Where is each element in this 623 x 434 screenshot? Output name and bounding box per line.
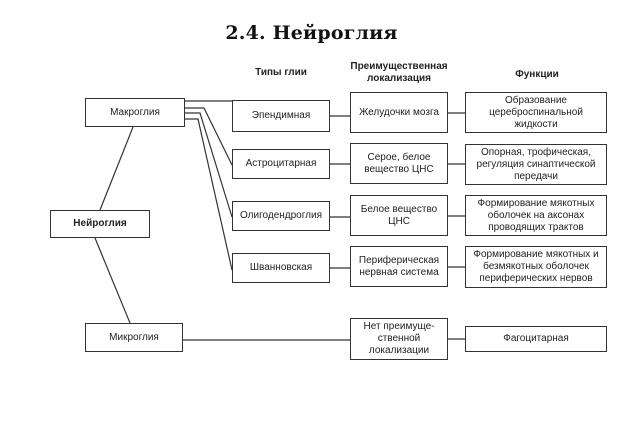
connector-macroglia-schwann — [185, 118, 233, 271]
column-header-types: Типы глии — [255, 67, 307, 78]
function-box-support: Опорная, трофическая, регуляция синаптич… — [465, 144, 607, 185]
localization-box-peripheral: Периферическая нервная система — [350, 246, 448, 287]
function-box-myelin-cns: Формирование мякотных оболочек на аксона… — [465, 195, 607, 236]
function-box-myelin-pns: Формирование мякотных и безмякотных обол… — [465, 246, 607, 288]
type-box-schwann: Шванновская — [232, 253, 330, 283]
connector-macroglia-astrocytic — [185, 107, 233, 166]
localization-box-none: Нет преимуще-ственной локализации — [350, 318, 448, 360]
connector-root-macroglia — [99, 126, 134, 211]
macroglia-box: Макроглия — [85, 98, 185, 127]
localization-box-grey-white-matter: Серое, белое вещество ЦНС — [350, 143, 448, 184]
localization-box-ventricles: Желудочки мозга — [350, 92, 448, 133]
neuroglia-box: Нейроглия — [50, 210, 150, 238]
type-box-ependymal: Эпендимная — [232, 100, 330, 132]
function-box-phagocytic: Фагоцитарная — [465, 326, 607, 352]
connector-macroglia-oligodendroglia — [185, 112, 233, 218]
connector-root-microglia — [94, 237, 131, 324]
type-box-astrocytic: Астроцитарная — [232, 149, 330, 179]
column-header-localization: Преимущественная локализация — [350, 61, 448, 84]
microglia-box: Микроглия — [85, 323, 183, 352]
column-header-functions: Функции — [515, 69, 559, 80]
page-title: 2.4. Нейроглия — [225, 22, 398, 44]
type-box-oligodendroglia: Олигодендроглия — [232, 201, 330, 231]
localization-box-white-matter: Белое вещество ЦНС — [350, 195, 448, 236]
function-box-csf: Образование цереброспинальной жидкости — [465, 92, 607, 133]
